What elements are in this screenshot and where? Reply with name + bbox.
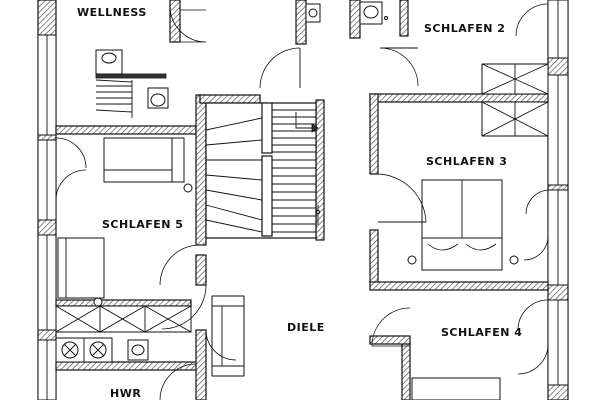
staircase bbox=[205, 102, 320, 239]
interior-walls bbox=[55, 0, 549, 400]
diele-fixtures bbox=[161, 284, 245, 377]
schlafen2-fixtures bbox=[481, 3, 549, 95]
wellness-fixtures bbox=[95, 0, 207, 118]
wc-top-fixtures bbox=[259, 1, 419, 89]
room-labels: WELLNESS SCHLAFEN 2 SCHLAFEN 3 SCHLAFEN … bbox=[77, 6, 522, 400]
hwr-fixtures bbox=[55, 337, 197, 400]
schlafen3-fixtures bbox=[377, 101, 549, 271]
bench-icon bbox=[211, 295, 245, 377]
room-label-schlafen-3: SCHLAFEN 3 bbox=[426, 155, 507, 168]
room-label-wellness: WELLNESS bbox=[77, 6, 147, 19]
bed-5-icon bbox=[103, 137, 185, 183]
sofa-bed-icon bbox=[57, 237, 105, 299]
room-label-hwr: HWR bbox=[110, 387, 141, 400]
room-label-schlafen-4: SCHLAFEN 4 bbox=[441, 326, 522, 339]
room-label-schlafen-2: SCHLAFEN 2 bbox=[424, 22, 505, 35]
room-label-schlafen-5: SCHLAFEN 5 bbox=[102, 218, 183, 231]
outer-walls bbox=[37, 0, 569, 400]
bed-4-icon bbox=[411, 377, 501, 400]
schlafen4-fixtures bbox=[371, 299, 549, 400]
room-label-diele: DIELE bbox=[287, 321, 325, 334]
schlafen5-fixtures bbox=[55, 137, 201, 333]
